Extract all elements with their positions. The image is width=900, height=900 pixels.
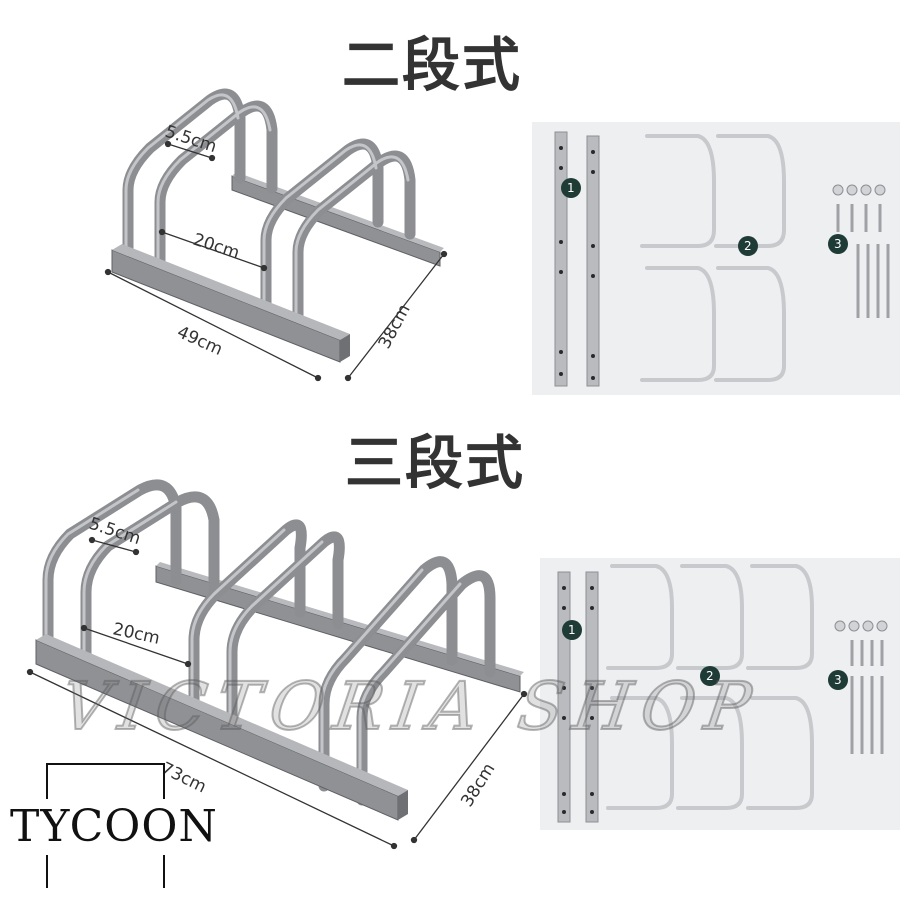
two-depth-dim: 38cm bbox=[375, 301, 415, 352]
three-depth-dim: 38cm bbox=[457, 760, 499, 811]
hoop-set bbox=[640, 134, 786, 382]
three-part-1-callout: 1 bbox=[568, 623, 576, 637]
two-gap-dim: 20cm bbox=[190, 230, 241, 264]
bolt-set bbox=[834, 620, 888, 754]
three-tier-parts-panel: 1 2 3 bbox=[540, 558, 900, 830]
mounting-bar-pair bbox=[554, 131, 600, 387]
two-tier-parts-panel: 1 2 3 bbox=[532, 122, 900, 395]
hoop-set bbox=[606, 564, 814, 810]
three-tier-rack: 5.5cm 20cm 73cm 38cm bbox=[26, 479, 528, 850]
three-part-3-callout: 3 bbox=[834, 673, 842, 687]
three-gap-dim: 20cm bbox=[111, 619, 162, 648]
three-length-dim: 73cm bbox=[158, 759, 210, 798]
brand-logo: TYCOON bbox=[8, 799, 220, 855]
two-part-3-callout: 3 bbox=[834, 237, 842, 251]
shop-watermark: VICTORIA SHOP bbox=[56, 667, 767, 746]
two-tier-rack: 5.5cm 20cm 49cm 38cm bbox=[104, 88, 448, 382]
two-part-1-callout: 1 bbox=[567, 181, 575, 195]
three-tier-title: 三段式 bbox=[345, 429, 526, 497]
three-part-2-callout: 2 bbox=[706, 669, 714, 683]
two-tier-title: 二段式 bbox=[342, 31, 523, 99]
two-part-2-callout: 2 bbox=[744, 239, 752, 253]
bolt-set bbox=[832, 184, 890, 318]
